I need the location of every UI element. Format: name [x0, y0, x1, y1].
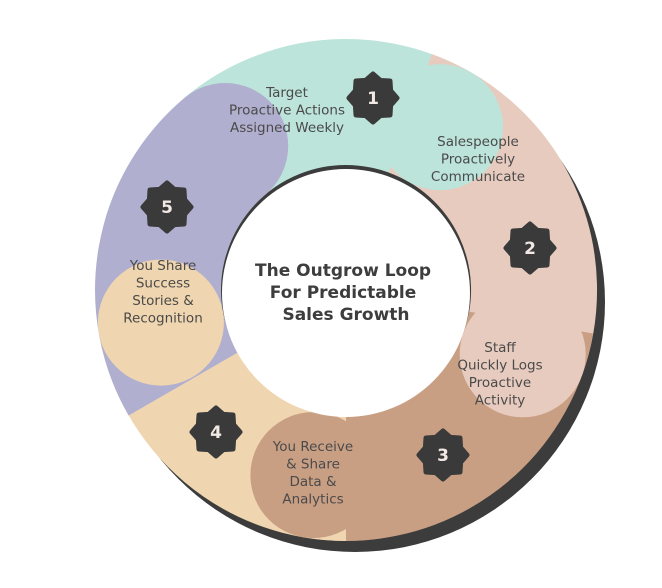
step-label-line: Data & — [289, 474, 337, 490]
center-title-line: Sales Growth — [282, 305, 409, 325]
loop-segment-head-2 — [459, 291, 586, 418]
step-label-line: Analytics — [282, 492, 343, 508]
center-title-line: For Predictable — [270, 283, 416, 303]
step-badge-4: 4 — [189, 405, 243, 459]
loop-segment-head-1 — [377, 64, 503, 191]
step-number: 5 — [161, 198, 173, 218]
step-label-line: You Receive — [272, 439, 353, 455]
step-label-line: Recognition — [123, 311, 203, 327]
center-circle — [222, 169, 470, 417]
badge-star-icon — [140, 180, 194, 234]
step-badge-2: 2 — [503, 221, 557, 275]
step-label-line: Proactive Actions — [229, 103, 345, 119]
badge-star-icon — [416, 428, 470, 482]
step-number: 2 — [524, 239, 536, 259]
loop-segment-head-5 — [162, 83, 289, 209]
step-number: 1 — [367, 89, 379, 109]
center-title-line: The Outgrow Loop — [255, 261, 431, 281]
step-number: 3 — [437, 446, 449, 466]
step-label-line: Target — [265, 85, 308, 101]
step-label-line: Salespeople — [437, 134, 519, 150]
step-label-line: Proactively — [441, 152, 515, 168]
step-label-line: Proactive — [469, 375, 531, 391]
step-label-line: Assigned Weekly — [230, 120, 344, 136]
step-badge-3: 3 — [416, 428, 470, 482]
step-number: 4 — [210, 423, 222, 443]
step-label-line: You Share — [129, 258, 197, 274]
step-badge-5: 5 — [140, 180, 194, 234]
badge-star-icon — [189, 405, 243, 459]
step-badge-1: 1 — [346, 71, 400, 125]
badge-star-icon — [503, 221, 557, 275]
loop-segment-head-3 — [250, 412, 377, 539]
badge-star-icon — [346, 71, 400, 125]
center-title: The Outgrow Loop For Predictable Sales G… — [255, 261, 437, 325]
step-label-line: Success — [136, 276, 190, 292]
step-label-line: Staff — [484, 340, 516, 356]
step-label-line: Communicate — [431, 169, 525, 185]
loop-segment-head-4 — [97, 259, 224, 386]
step-label-line: Activity — [475, 393, 526, 409]
step-label-line: & Share — [286, 457, 340, 473]
step-label-line: Quickly Logs — [457, 358, 542, 374]
step-label-line: Stories & — [132, 293, 194, 309]
